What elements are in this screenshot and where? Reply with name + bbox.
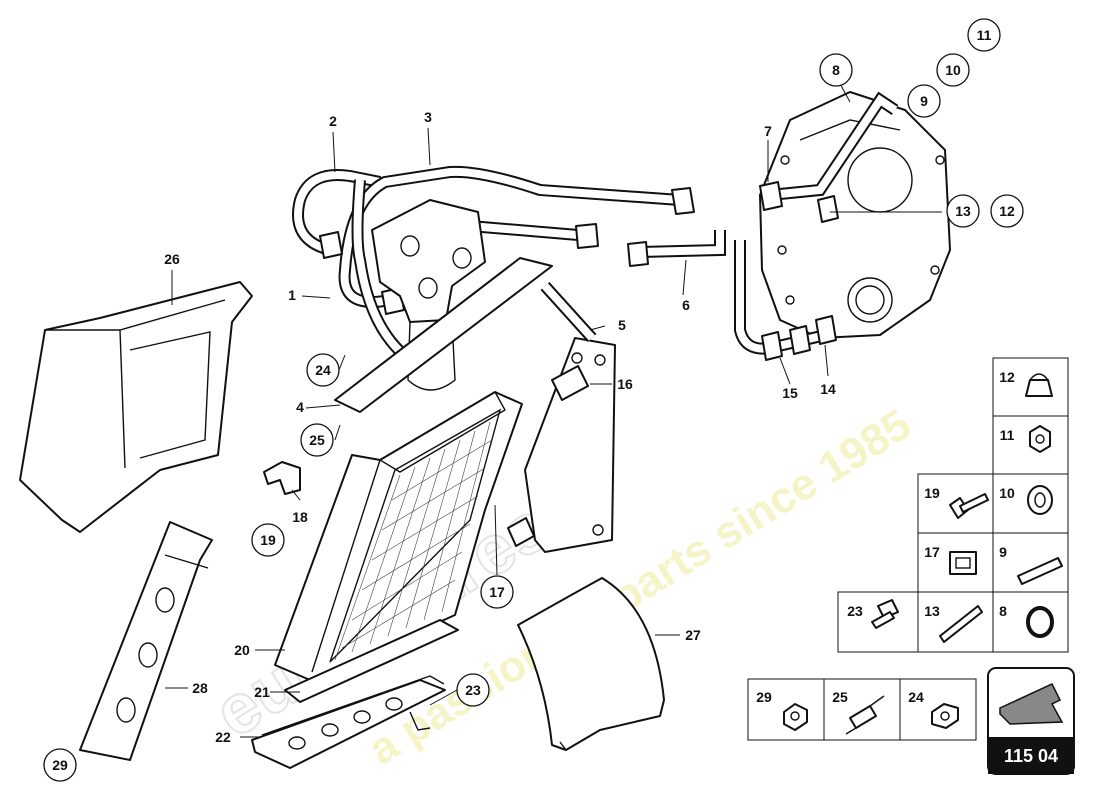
- part-17-bolt[interactable]: [507, 517, 535, 547]
- legend-label-25: 25: [832, 689, 848, 705]
- svg-text:29: 29: [52, 757, 68, 773]
- callout-25[interactable]: 25: [300, 423, 334, 457]
- part-18-bracket[interactable]: [263, 461, 301, 495]
- part-20-oil-cooler[interactable]: [274, 391, 523, 681]
- callout-9[interactable]: 9: [907, 84, 941, 118]
- part-5-rod[interactable]: [540, 281, 597, 343]
- callout-11[interactable]: 11: [967, 18, 1001, 52]
- svg-text:8: 8: [832, 62, 840, 78]
- washer-icon: [1027, 485, 1053, 515]
- rubber-mount-icon: [845, 695, 885, 735]
- callout-19[interactable]: 19: [251, 523, 285, 557]
- legend-label-13: 13: [924, 603, 940, 619]
- callout-28[interactable]: 28: [192, 680, 208, 696]
- bolt-icon: [949, 493, 989, 519]
- screw-icon: [939, 605, 983, 643]
- svg-text:11: 11: [977, 27, 992, 43]
- svg-text:17: 17: [489, 584, 505, 600]
- legend-label-29: 29: [756, 689, 772, 705]
- callout-5[interactable]: 5: [618, 317, 626, 333]
- callout-4[interactable]: 4: [296, 399, 304, 415]
- page-code-box: 115 04: [987, 667, 1075, 775]
- callout-15[interactable]: 15: [782, 385, 798, 401]
- callout-13[interactable]: 13: [946, 194, 980, 228]
- stud-icon: [1017, 557, 1063, 585]
- callout-8[interactable]: 8: [819, 53, 853, 87]
- callouts: 2 3 1 4 5 6 7 14 15 16 18 20 21 22 26 27…: [164, 109, 836, 745]
- callout-12[interactable]: 12: [990, 194, 1024, 228]
- legend-label-9: 9: [999, 544, 1007, 560]
- legend-label-19: 19: [924, 485, 940, 501]
- engine-front-cover[interactable]: [759, 91, 951, 339]
- callout-26[interactable]: 26: [164, 251, 180, 267]
- pipe-7[interactable]: [759, 91, 899, 223]
- legend-label-12: 12: [999, 369, 1015, 385]
- callout-10[interactable]: 10: [936, 53, 970, 87]
- part-22-bracket[interactable]: [251, 675, 446, 769]
- legend-label-24: 24: [908, 689, 924, 705]
- callout-29[interactable]: 29: [43, 748, 77, 782]
- callout-6[interactable]: 6: [682, 297, 690, 313]
- part-27-cover[interactable]: [517, 577, 665, 751]
- legend-label-8: 8: [999, 603, 1007, 619]
- legend-label-23: 23: [847, 603, 863, 619]
- arrow-icon: [999, 683, 1064, 725]
- callout-14[interactable]: 14: [820, 381, 836, 397]
- svg-text:24: 24: [315, 362, 331, 378]
- filter-housing[interactable]: [371, 199, 486, 391]
- callout-21[interactable]: 21: [254, 684, 270, 700]
- square-nut-icon: [931, 703, 959, 729]
- hardware-legend-row: 29 25 24: [747, 678, 977, 741]
- svg-text:23: 23: [465, 682, 481, 698]
- circled-callouts: 8 9 10 11 13 12 24 25 19 17 23 29: [43, 18, 1024, 782]
- part-28-bracket[interactable]: [79, 521, 213, 761]
- hardware-legend: 12 11 10 9 8 19 17 13 23: [837, 357, 1069, 653]
- pipe-assembly[interactable]: [292, 165, 695, 365]
- part-16-fitting[interactable]: [551, 365, 589, 401]
- cooler-core-grid: [334, 421, 493, 661]
- clip-nut-icon: [949, 551, 977, 575]
- o-ring-icon: [1026, 606, 1054, 638]
- legend-label-10: 10: [999, 485, 1015, 501]
- callout-18[interactable]: 18: [292, 509, 308, 525]
- legend-label-11: 11: [1000, 427, 1015, 443]
- svg-text:12: 12: [999, 203, 1015, 219]
- callout-27[interactable]: 27: [685, 627, 701, 643]
- callout-23[interactable]: 23: [456, 673, 490, 707]
- hex-bolt-icon: [871, 599, 899, 629]
- part-26-shroud[interactable]: [19, 281, 253, 533]
- svg-text:13: 13: [955, 203, 971, 219]
- hex-nut-icon: [1029, 425, 1051, 453]
- svg-text:25: 25: [309, 432, 325, 448]
- cap-nut-icon: [1025, 373, 1053, 397]
- part-4-bar[interactable]: [334, 257, 553, 413]
- svg-text:9: 9: [920, 93, 928, 109]
- leader-lines: [165, 79, 942, 738]
- callout-22[interactable]: 22: [215, 729, 231, 745]
- callout-17[interactable]: 17: [480, 575, 514, 609]
- part-16-plate[interactable]: [524, 337, 616, 553]
- page-code: 115 04: [1004, 746, 1058, 766]
- hex-nut-small-icon: [783, 703, 808, 731]
- callout-1[interactable]: 1: [288, 287, 296, 303]
- svg-text:10: 10: [945, 62, 961, 78]
- callout-3[interactable]: 3: [424, 109, 432, 125]
- pipe-6[interactable]: [627, 230, 837, 361]
- callout-24[interactable]: 24: [306, 353, 340, 387]
- legend-label-17: 17: [924, 544, 940, 560]
- callout-20[interactable]: 20: [234, 642, 250, 658]
- callout-16[interactable]: 16: [617, 376, 633, 392]
- part-21-strip[interactable]: [284, 619, 459, 703]
- callout-7[interactable]: 7: [764, 123, 772, 139]
- svg-text:19: 19: [260, 532, 276, 548]
- callout-2[interactable]: 2: [329, 113, 337, 129]
